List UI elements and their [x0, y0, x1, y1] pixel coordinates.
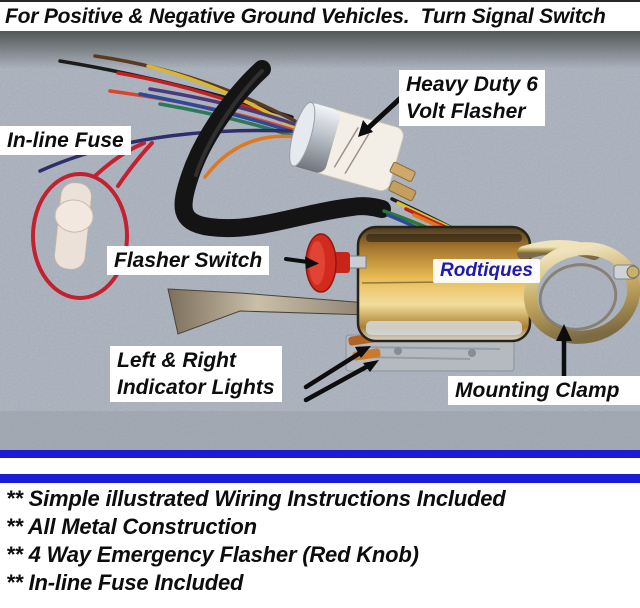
- switch-bracket: [345, 333, 515, 372]
- turn-signal-switch-body: [356, 225, 532, 343]
- label-indicator-lights: Left & Right Indicator Lights: [110, 346, 282, 402]
- product-photo: Heavy Duty 6 Volt Flasher In-line Fuse F…: [0, 31, 640, 450]
- separator-gap: [0, 458, 640, 474]
- feature-item: ** 4 Way Emergency Flasher (Red Knob): [6, 542, 419, 567]
- label-mounting-clamp: Mounting Clamp: [448, 376, 640, 405]
- title-text: For Positive & Negative Ground Vehicles.…: [5, 4, 606, 28]
- label-heavy-duty-flasher: Heavy Duty 6 Volt Flasher: [399, 70, 545, 126]
- label-indicator-lights-line1: Left & Right: [117, 349, 236, 372]
- label-heavy-duty-flasher-line2: Volt Flasher: [406, 100, 526, 123]
- mounting-clamp: [517, 240, 640, 344]
- label-heavy-duty-flasher-line1: Heavy Duty 6: [406, 73, 538, 96]
- flasher-terminals: [388, 161, 417, 202]
- annotation-arrows: [284, 91, 572, 403]
- clamp-screw: [613, 264, 640, 280]
- separator-line-bottom: [0, 474, 640, 483]
- inline-fuse-assembly: [31, 141, 154, 300]
- separator-line-top: [0, 450, 640, 458]
- wire-harness: [174, 60, 391, 238]
- feature-list: ** Simple illustrated Wiring Instruction…: [6, 485, 640, 597]
- feature-item: ** Simple illustrated Wiring Instruction…: [6, 486, 506, 511]
- label-flasher-switch: Flasher Switch: [107, 246, 270, 275]
- label-inline-fuse: In-line Fuse: [0, 126, 131, 155]
- feature-item: ** In-line Fuse Included: [6, 570, 244, 595]
- label-indicator-lights-line2: Indicator Lights: [117, 376, 275, 399]
- feature-item: ** All Metal Construction: [6, 514, 257, 539]
- six-volt-flasher: [289, 101, 417, 202]
- title-banner: For Positive & Negative Ground Vehicles.…: [0, 0, 640, 31]
- fuse-holder: [54, 182, 94, 270]
- brand-label: Rodtiques: [433, 259, 540, 283]
